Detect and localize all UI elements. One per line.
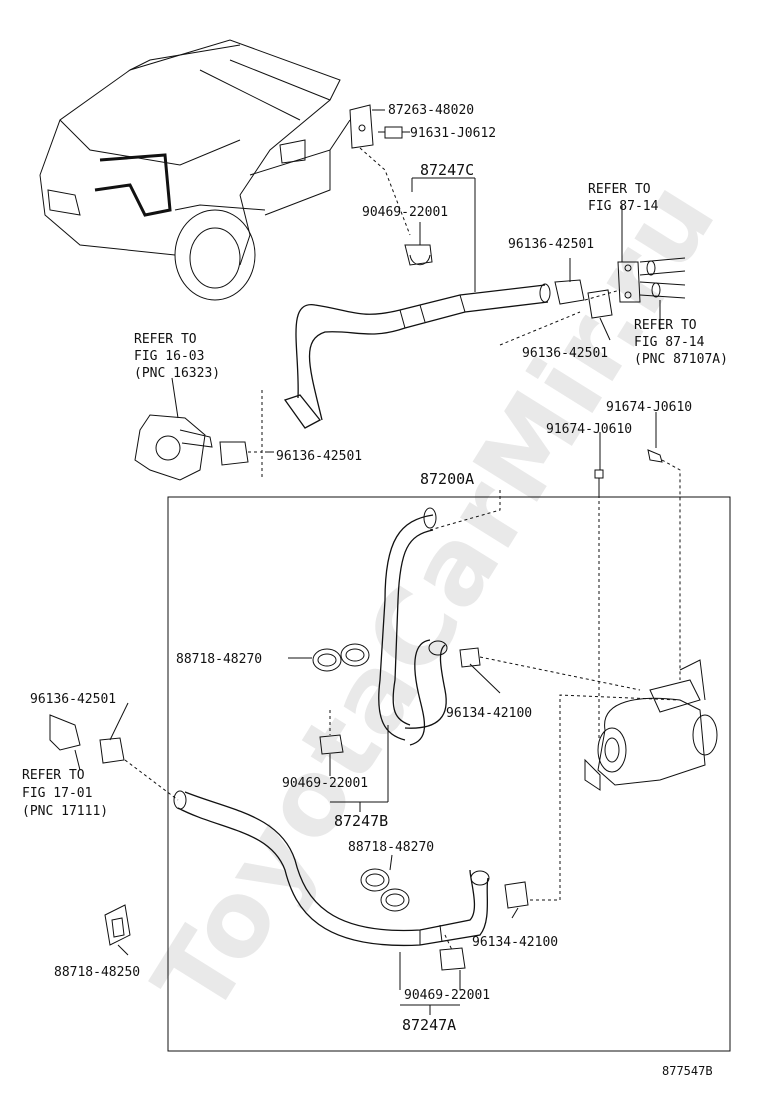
clamp-90469-low xyxy=(439,934,466,971)
label-88718-48270-mid: 88718-48270 xyxy=(176,652,263,667)
assembly-box-87200A xyxy=(167,496,731,1052)
bracket-88718-48250 xyxy=(104,904,131,946)
label-refer-16-03-line1: REFER TO xyxy=(134,332,197,347)
label-91674-j0610-a: 91674-J0610 xyxy=(606,400,693,415)
hose-87247B xyxy=(378,507,448,746)
label-91674-j0610-b: 91674-J0610 xyxy=(546,422,633,437)
leader-lines xyxy=(74,109,661,1015)
label-87247B: 87247B xyxy=(334,812,389,830)
hose-87247C xyxy=(283,283,551,429)
clamp-90469-top xyxy=(404,244,433,266)
label-refer-87-14-b-line3: (PNC 87107A) xyxy=(634,352,728,367)
label-87247C: 87247C xyxy=(420,161,475,179)
hose-87247A xyxy=(173,790,490,947)
label-96136-42501-top-right: 96136-42501 xyxy=(508,237,595,252)
label-91631-j0612: 91631-J0612 xyxy=(410,126,497,141)
vehicle-illustration xyxy=(39,39,351,301)
clamp-90469-mid xyxy=(319,710,344,755)
leader-87200A xyxy=(429,490,501,531)
label-refer-87-14-a-line1: REFER TO xyxy=(588,182,651,197)
label-refer-17-01-line1: REFER TO xyxy=(22,768,85,783)
label-90469-22001-mid: 90469-22001 xyxy=(282,776,369,791)
connector-16-03 xyxy=(134,390,263,481)
clamp-96134-mid xyxy=(459,647,641,691)
clamps-88718-low xyxy=(360,868,410,912)
label-90469-22001-top: 90469-22001 xyxy=(362,205,449,220)
label-refer-16-03-line2: FIG 16-03 xyxy=(134,349,205,364)
label-88718-48250: 88718-48250 xyxy=(54,965,141,980)
label-87263-48020: 87263-48020 xyxy=(388,103,475,118)
label-refer-16-03-line3: (PNC 16323) xyxy=(134,366,221,381)
pipe-connector-right xyxy=(499,257,686,346)
label-96134-42100-mid: 96134-42100 xyxy=(446,706,533,721)
bracket-87263 xyxy=(349,104,411,236)
label-96136-42501-left: 96136-42501 xyxy=(276,449,363,464)
label-96134-42100-low: 96134-42100 xyxy=(472,935,559,950)
clamp-96134-low xyxy=(504,694,681,909)
label-refer-87-14-b-line2: FIG 87-14 xyxy=(634,335,705,350)
label-90469-22001-low: 90469-22001 xyxy=(404,988,491,1003)
label-refer-87-14-a-line2: FIG 87-14 xyxy=(588,199,659,214)
connector-17-01 xyxy=(49,714,179,801)
label-87247A: 87247A xyxy=(402,1016,457,1034)
figure-id: 877547B xyxy=(662,1064,713,1078)
label-refer-87-14-b-line1: REFER TO xyxy=(634,318,697,333)
label-87200A: 87200A xyxy=(420,470,475,488)
label-refer-17-01-line2: FIG 17-01 xyxy=(22,786,93,801)
label-refer-17-01-line3: (PNC 17111) xyxy=(22,804,109,819)
label-96136-42501-right: 96136-42501 xyxy=(522,346,609,361)
label-88718-48270-low: 88718-48270 xyxy=(348,840,435,855)
label-96136-42501-lower: 96136-42501 xyxy=(30,692,117,707)
water-pump-assembly xyxy=(584,659,718,791)
clamps-88718-mid xyxy=(312,643,370,672)
